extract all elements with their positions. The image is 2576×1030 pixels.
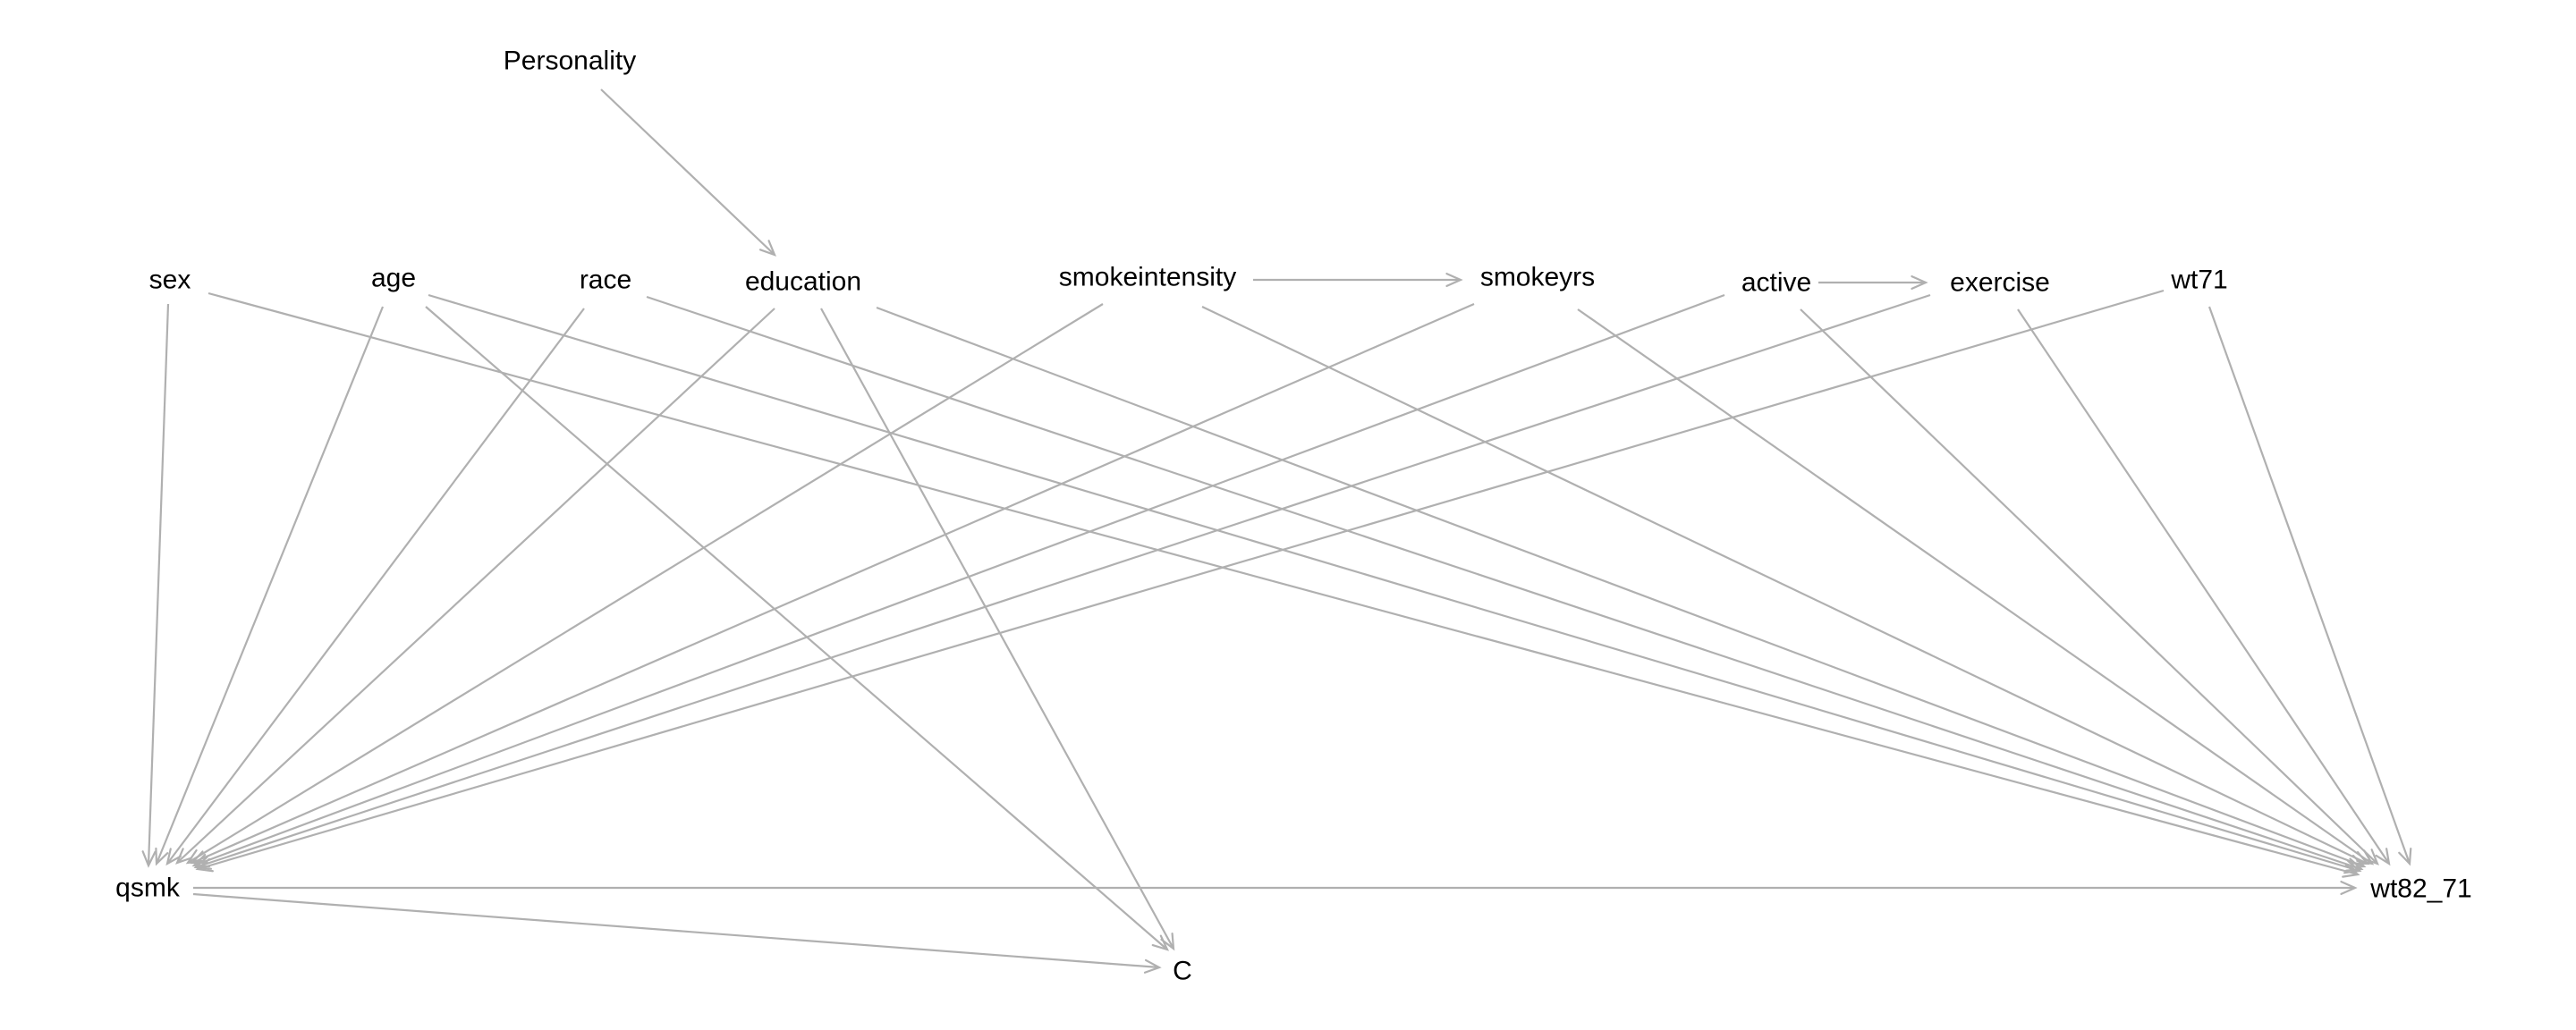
edge-line (1577, 308, 2373, 865)
edge-line (2017, 308, 2390, 865)
node-age: age (371, 264, 416, 293)
edge-line (646, 295, 2362, 871)
edge-line (195, 293, 1931, 869)
node-sex: sex (149, 266, 191, 295)
edge-line (187, 303, 1104, 864)
node-active: active (1741, 268, 1811, 298)
node-wt71: wt71 (2170, 266, 2227, 295)
edge-line (208, 291, 2359, 876)
edge-line (2207, 306, 2411, 865)
arrowhead (1160, 932, 1175, 951)
edge-race-to-qsmk (165, 308, 585, 866)
edge-education-to-qsmk (175, 308, 775, 865)
edge-exercise-to-qsmk (193, 293, 1931, 870)
edge-line (166, 308, 585, 865)
edge-line (1201, 306, 2368, 865)
arrowhead (1143, 958, 1162, 974)
arrowhead (165, 848, 182, 866)
edge-smokeintensity-to-qsmk (185, 303, 1104, 865)
edge-line (428, 293, 2360, 873)
arrowhead (193, 856, 213, 870)
node-exercise: exercise (1950, 268, 2050, 298)
arrowhead (2375, 848, 2391, 866)
edge-sex-to-qsmk (141, 303, 170, 868)
edge-line (176, 308, 775, 864)
edge-wt71-to-wt82-71 (2207, 306, 2412, 866)
arrowhead (1911, 274, 1928, 291)
edge-wt71-to-qsmk (195, 289, 2165, 873)
edge-qsmk-to-c (192, 892, 1162, 974)
edge-line (197, 289, 2165, 871)
edge-line (191, 302, 1475, 865)
edge-sex-to-wt82-71 (208, 291, 2360, 878)
edge-education-to-wt82-71 (876, 306, 2367, 869)
arrowhead (1445, 272, 1463, 288)
arrowhead (141, 850, 157, 868)
edge-age-to-qsmk (155, 306, 385, 866)
arrowhead (155, 847, 169, 866)
arrowhead (2361, 848, 2379, 865)
node-smokeyrs: smokeyrs (1480, 263, 1595, 292)
node-qsmk: qsmk (115, 874, 181, 903)
edge-line (192, 892, 1160, 969)
edge-line (425, 306, 1168, 950)
edge-education-to-c (820, 308, 1175, 951)
edge-layer (141, 89, 2412, 974)
edge-line (1800, 308, 2378, 865)
arrowhead (175, 848, 193, 865)
node-personality: Personality (504, 46, 636, 76)
edge-line (193, 293, 1725, 867)
node-smokeintensity: smokeintensity (1059, 263, 1236, 292)
arrowhead (2356, 849, 2375, 865)
node-wt82-71: wt82_71 (2369, 874, 2471, 904)
edge-line (147, 303, 170, 866)
node-race: race (580, 266, 631, 295)
edge-personality-to-education (600, 89, 776, 257)
edge-line (820, 308, 1174, 950)
arrowhead (758, 240, 776, 257)
edge-active-to-wt82-71 (1800, 308, 2379, 865)
edge-age-to-c (425, 306, 1170, 951)
node-education: education (745, 267, 861, 297)
edge-line (600, 89, 775, 256)
edge-line (155, 306, 385, 865)
edge-exercise-to-wt82-71 (2017, 308, 2391, 866)
arrowhead (195, 857, 214, 873)
edge-smokeyrs-to-wt82-71 (1577, 308, 2375, 865)
edge-race-to-wt82-71 (646, 295, 2364, 872)
edge-smokeintensity-to-smokeyrs (1253, 272, 1463, 288)
edge-qsmk-to-wt82-71 (193, 880, 2358, 896)
arrowhead (2398, 847, 2412, 866)
node-layer: Personality sex age race education smoke… (115, 46, 2472, 986)
arrowhead (2343, 859, 2362, 874)
node-c: C (1173, 957, 1192, 986)
edge-line (876, 306, 2365, 868)
edge-age-to-wt82-71 (428, 293, 2362, 874)
edge-smokeintensity-to-wt82-71 (1201, 306, 2370, 865)
arrowhead (2340, 880, 2358, 896)
edge-active-to-exercise (1818, 274, 1928, 291)
